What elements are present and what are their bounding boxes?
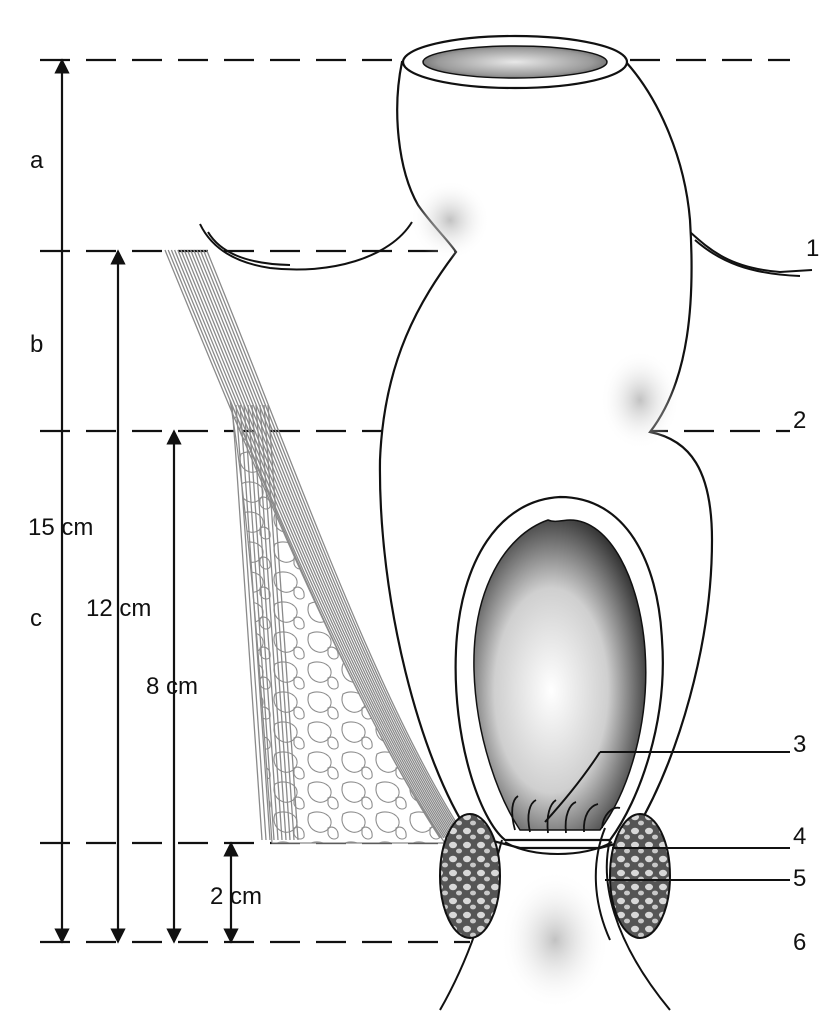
callout-5: 5 <box>793 865 806 892</box>
peritoneal-fold-right-inner <box>695 240 800 276</box>
rectum-shade-right <box>600 350 680 450</box>
callout-6: 6 <box>793 929 806 956</box>
peritoneal-fold-left <box>200 222 412 270</box>
callout-2: 2 <box>793 407 806 434</box>
measure-label-8cm: 8 cm <box>146 673 198 700</box>
measure-label-12cm: 12 cm <box>86 595 151 622</box>
anal-canal-shade <box>500 870 610 1010</box>
level-label-c: c <box>30 605 42 632</box>
callout-4: 4 <box>793 823 806 850</box>
ampulla-cavity <box>474 520 646 830</box>
sphincter-left <box>440 814 500 938</box>
sphincter-right <box>610 814 670 938</box>
lumen-opening <box>423 46 607 78</box>
measure-label-15cm: 15 cm <box>28 514 93 541</box>
level-label-a: a <box>30 147 44 174</box>
rectum-shade-upper <box>410 180 490 260</box>
callout-1: 1 <box>806 235 819 262</box>
peritoneal-fold-right <box>690 232 812 272</box>
level-label-b: b <box>30 331 43 358</box>
measure-label-2cm: 2 cm <box>210 883 262 910</box>
callout-3: 3 <box>793 731 806 758</box>
